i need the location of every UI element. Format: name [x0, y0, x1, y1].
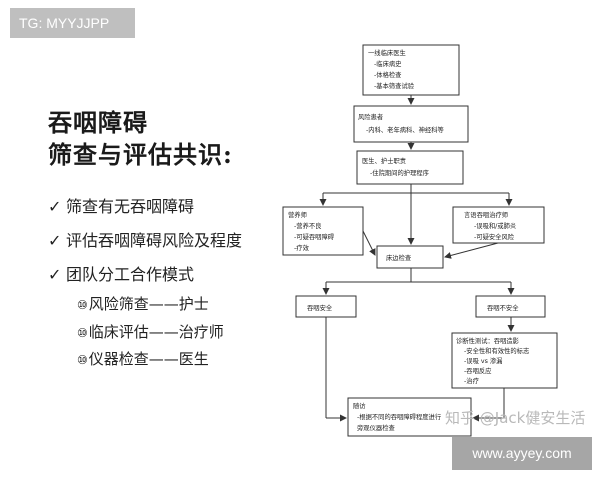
- flow-text: -体格检查: [374, 70, 402, 79]
- flow-text: -误吸和/或肺炎: [474, 221, 517, 230]
- flow-text: -临床病史: [374, 59, 402, 68]
- team-role-item: ⑩临床评估——治疗师: [77, 323, 224, 341]
- number-icon: ⑩: [77, 353, 88, 367]
- bullet-item: ✓评估吞咽障碍风险及程度: [48, 231, 243, 250]
- flow-text: -疗效: [294, 243, 310, 252]
- flow-text: -营养不良: [294, 221, 321, 230]
- flow-text: -吞咽反应: [464, 366, 492, 375]
- slide-title-line2: 筛查与评估共识:: [48, 140, 233, 169]
- flow-text: -可疑安全风险: [474, 232, 515, 241]
- bullet-item: ✓团队分工合作模式: [48, 265, 195, 284]
- flow-text: -安全性和有效性的标志: [464, 346, 529, 355]
- flow-text: 旁观仪器检查: [357, 423, 395, 432]
- box-doctor-nurse-duty: [356, 150, 464, 185]
- box-speech-therapist: [452, 206, 545, 244]
- flow-text: -根据不同的吞咽障碍程度进行: [357, 412, 442, 421]
- box-frontline-doctor: [362, 44, 460, 96]
- slide-title-line1: 吞咽障碍: [48, 108, 148, 137]
- flow-text: 风险患者: [358, 112, 383, 121]
- flow-text: 床边检查: [386, 253, 412, 262]
- box-diagnostic-test: [451, 332, 558, 389]
- flow-text: -误吸 vs 渗漏: [464, 356, 502, 365]
- flow-text: -基本筛查试验: [374, 81, 415, 90]
- flow-text: -内科、老年病科、神经科等: [366, 125, 445, 134]
- flow-text: 言语吞咽治疗师: [464, 210, 508, 219]
- flow-text: -住院期间的护理程序: [370, 168, 429, 177]
- flow-text: 吞咽安全: [307, 303, 333, 312]
- flow-text: 医生、护士职责: [362, 156, 406, 165]
- box-risk-patient: [353, 105, 469, 143]
- flow-text: 一线临床医生: [368, 48, 406, 57]
- tg-tag: TG: MYYJJPP: [10, 8, 135, 38]
- box-dietitian: [282, 206, 364, 256]
- box-follow-up: [347, 397, 472, 437]
- flow-text: -治疗: [464, 376, 480, 385]
- box-bedside-exam: [376, 245, 444, 269]
- flow-text: 吞咽不安全: [487, 303, 519, 312]
- flow-text: -可疑吞咽障碍: [294, 232, 335, 241]
- flow-text: 随访: [353, 401, 366, 410]
- number-icon: ⑩: [77, 326, 88, 340]
- bullet-item: ✓筛查有无吞咽障碍: [48, 197, 195, 216]
- watermark-text: 知乎 @Jack健安生活: [445, 409, 586, 427]
- flow-text: 营养师: [288, 210, 307, 219]
- team-role-item: ⑩风险筛查——护士: [77, 295, 209, 313]
- team-role-item: ⑩仪器检查——医生: [77, 350, 209, 368]
- check-icon: ✓: [48, 197, 62, 216]
- check-icon: ✓: [48, 231, 62, 250]
- watermark-badge: www.ayyey.com: [452, 437, 592, 470]
- flow-text: 诊断性测试：吞咽造影: [456, 336, 520, 345]
- number-icon: ⑩: [77, 298, 88, 312]
- check-icon: ✓: [48, 265, 62, 284]
